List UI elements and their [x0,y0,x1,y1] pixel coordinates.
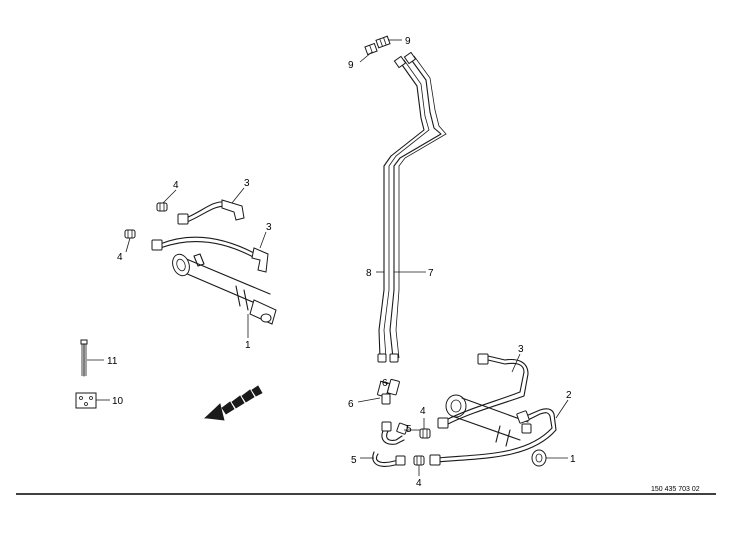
elbow-pipes-5 [372,421,409,467]
callout-1-left: 1 [245,340,251,351]
callout-5-lower: 5 [351,455,357,466]
hose-3-right [437,353,529,429]
callout-4-bottom: 4 [416,478,422,489]
nuts-4-bottom [413,428,431,466]
cylinder-1-right [445,394,547,467]
callout-7: 7 [428,268,434,279]
callout-4-lower-left: 4 [117,252,123,263]
callout-6-lower: 6 [348,399,354,410]
callout-11: 11 [107,356,118,367]
callout-1-right: 1 [570,454,576,465]
callout-5-upper: 5 [406,424,412,435]
bolt-11 [80,339,88,377]
cylinder-1-left [172,253,277,325]
drawing-number: 150 435 703 02 [651,486,700,493]
callout-4-upper-left: 4 [173,180,179,191]
leader-lines [87,39,569,476]
hose-2-right [429,408,557,466]
callout-8: 8 [366,268,372,279]
callout-3-right: 3 [518,344,524,355]
direction-arrow [203,385,263,421]
callout-3-upper-left: 3 [244,178,250,189]
callout-9-bottom: 9 [348,60,354,71]
callout-6-upper: 6 [382,378,388,389]
callout-10: 10 [112,396,124,407]
callout-2: 2 [566,390,572,401]
adapters-6 [377,378,400,405]
hose-3-lower-left [151,236,269,273]
clamp-plate-10 [75,392,97,409]
callout-9-top: 9 [405,36,411,47]
callout-3-lower-left: 3 [266,222,272,233]
callout-labels: 9 9 8 7 4 4 3 3 1 11 10 6 6 5 5 4 4 3 2 … [107,36,576,489]
pipe-assembly-7-8 [377,51,447,363]
nuts-4-left [124,202,168,239]
hose-3-upper-left [177,199,245,225]
callout-4-center: 4 [420,406,426,417]
nipple-fittings-9 [364,35,391,56]
